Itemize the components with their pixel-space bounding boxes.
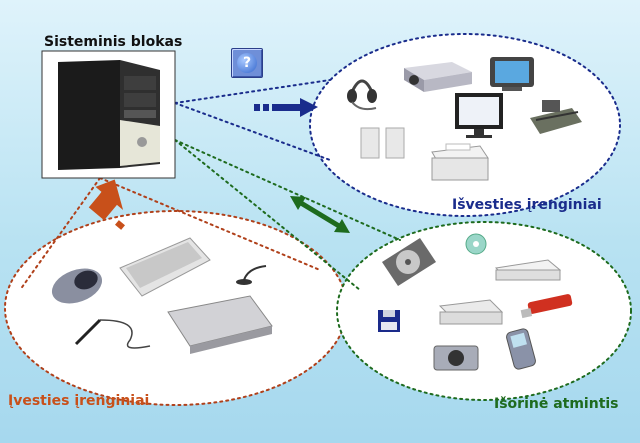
scanner-icon [167,295,273,354]
connector-input [19,177,101,291]
mouse-icon [51,268,103,304]
headset-icon [347,79,377,111]
external-memory-label: Išorinė atmintis [494,396,619,412]
hard-disk-icon [382,238,436,286]
optical-drive-icon [494,259,562,281]
connector-output [174,79,331,104]
graphics-tablet-pen-icon [74,318,151,349]
projector-icon [404,62,472,92]
plotter-icon [530,100,582,134]
output-devices-label: Išvesties įrenginiai [452,197,602,213]
monitor-icon [455,93,503,138]
floppy-disk-icon [378,310,400,332]
pc-tower-icon [58,60,160,170]
speakers-icon [360,127,405,159]
input-direction-arrow [88,179,125,230]
storage-bidirectional-arrow [290,196,350,233]
camera-icon [433,345,479,371]
question-mark-icon: ? [237,53,257,73]
usb-flash-icon [520,294,573,319]
tv-icon [490,57,534,91]
help-button[interactable]: ? [231,48,263,78]
connector-storage-low [174,139,361,291]
keyboard-icon [119,237,211,297]
microphone-icon [236,265,267,285]
input-devices-label: Įvesties įrenginiai [8,393,150,409]
floppy-drive-icon [438,299,504,325]
connector-input-right [99,177,321,271]
connector-storage [174,139,401,241]
system-unit-label: Sisteminis blokas [44,34,183,50]
output-direction-arrow [254,98,318,117]
cd-icon [465,233,487,255]
input-devices-ellipse [4,210,348,406]
phone-icon [506,328,536,370]
printer-icon [431,143,489,181]
connector-output-low [174,102,331,161]
